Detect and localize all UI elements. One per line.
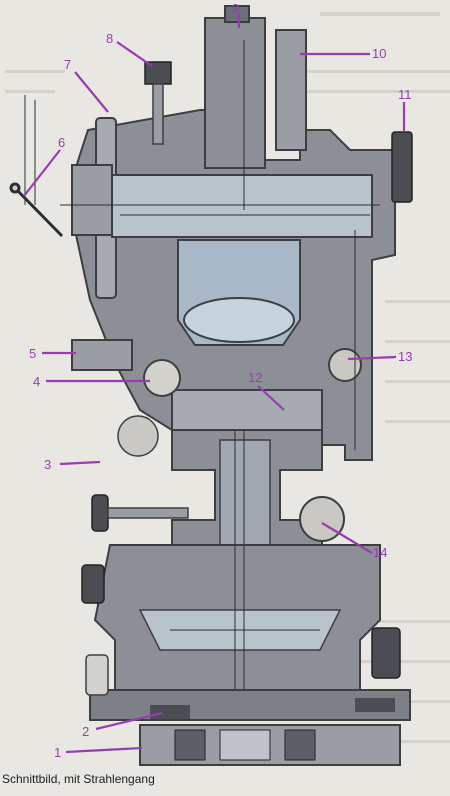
light-path: [24, 40, 380, 690]
callout-label-3: 3: [44, 457, 52, 472]
callout-label-7: 7: [64, 57, 72, 72]
mirror-lever: [9, 182, 64, 238]
callout-label-2: 2: [82, 724, 90, 739]
callout-label-5: 5: [29, 346, 37, 361]
callout-label-13: 13: [398, 349, 413, 364]
leader-13: [347, 355, 397, 361]
leader-8: [116, 41, 153, 67]
callout-label-6: 6: [58, 135, 66, 150]
callout-label-9: 9: [232, 1, 240, 16]
figure-caption: Schnittbild, mit Strahlengang: [2, 772, 155, 786]
callout-label-11: 11: [398, 87, 412, 102]
leader-14: [321, 522, 373, 554]
leader-3: [59, 460, 101, 466]
callout-label-10: 10: [372, 46, 387, 61]
leader-12: [257, 385, 285, 411]
callout-label-14: 14: [373, 545, 388, 560]
callout-label-4: 4: [33, 374, 41, 389]
callout-label-1: 1: [54, 745, 62, 760]
leader-7: [74, 71, 109, 113]
leader-1: [65, 746, 143, 754]
leader-2: [95, 711, 163, 731]
callout-leaders: [23, 14, 406, 754]
callout-label-12: 12: [248, 370, 263, 385]
callout-label-8: 8: [106, 31, 114, 46]
leader-6: [23, 149, 61, 197]
instrument-housing: [71, 5, 413, 766]
